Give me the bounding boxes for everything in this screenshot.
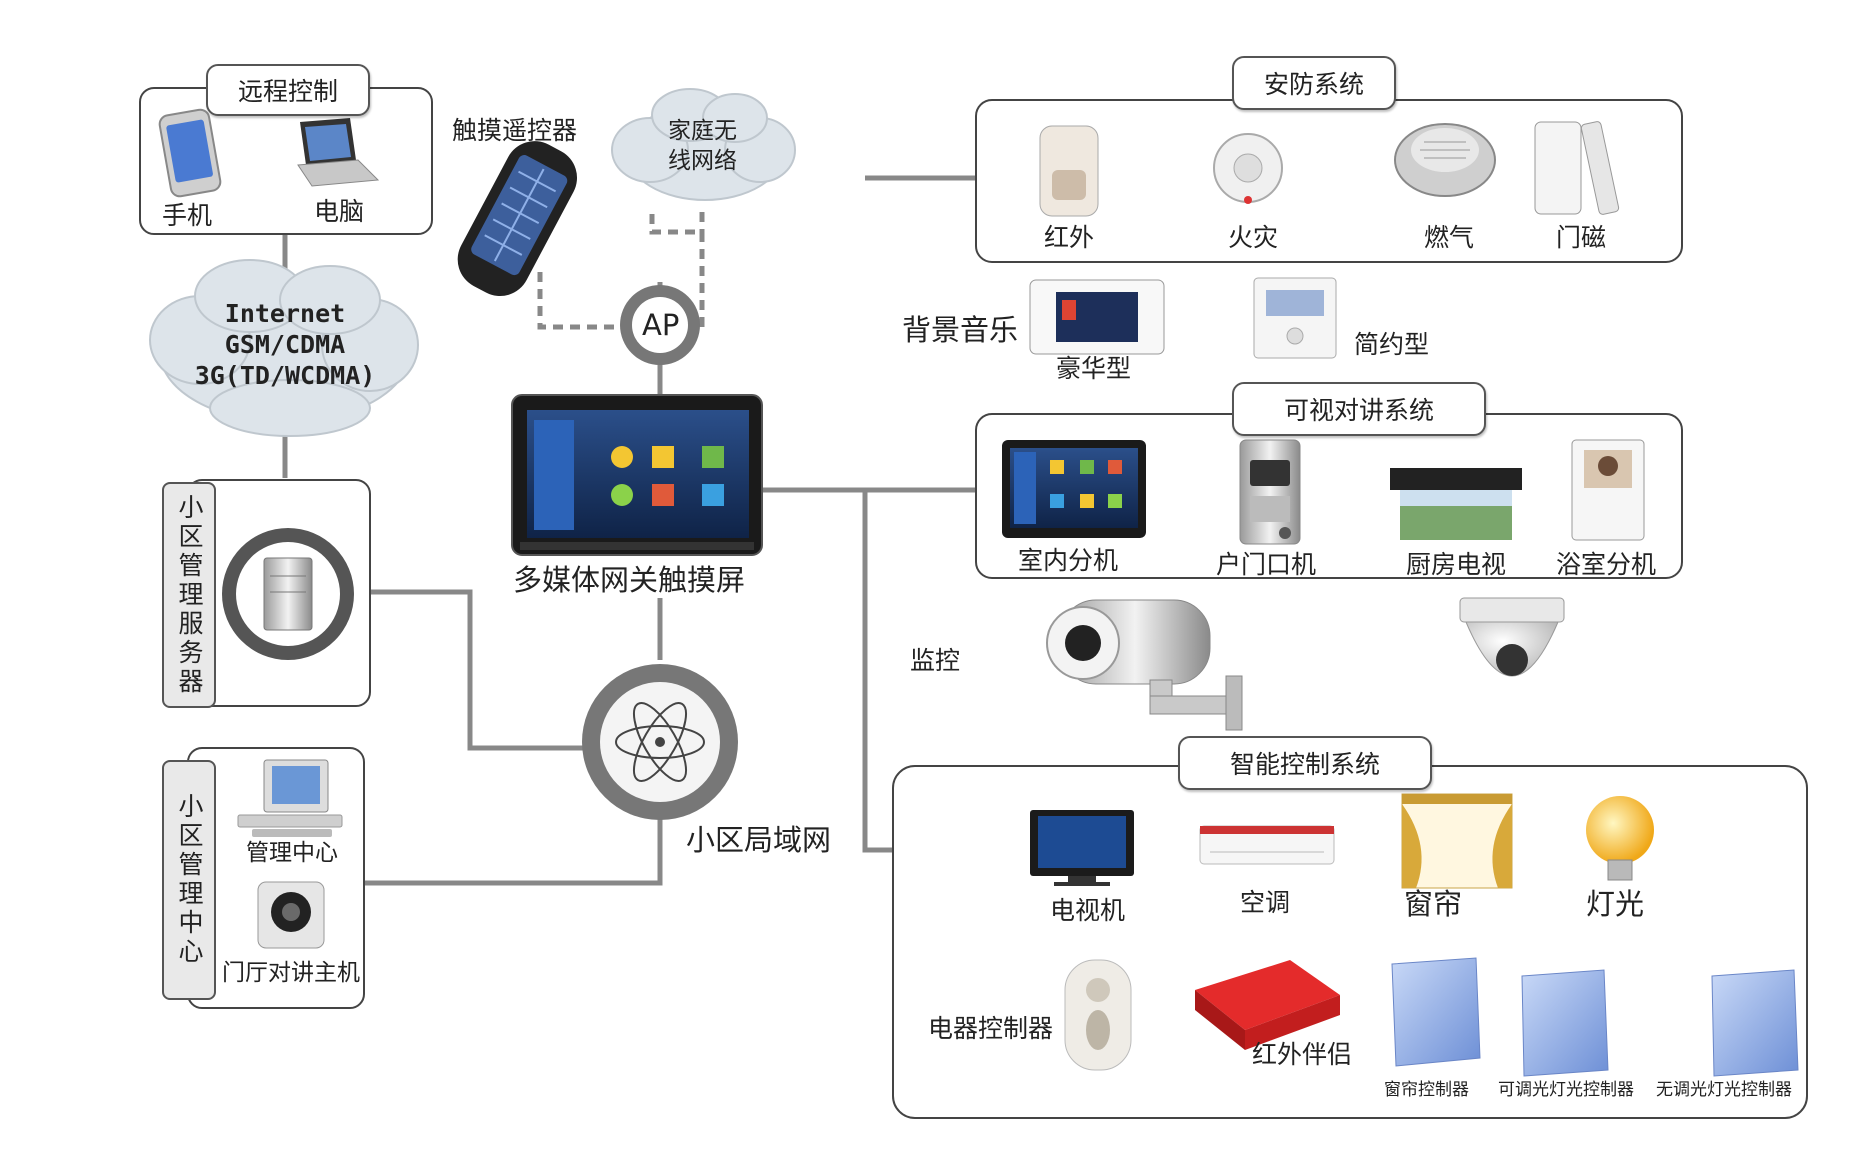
intercom-indoor-label: 室内分机 — [1018, 546, 1119, 575]
mgmt-center-label: 管理中心 — [246, 840, 338, 866]
internet-cloud — [149, 259, 419, 437]
dome-camera-icon — [1459, 597, 1565, 677]
door-magnet-icon — [1534, 121, 1620, 215]
switch-nondimmer-label: 无调光灯光控制器 — [1656, 1080, 1792, 1100]
switch-curtain-label: 窗帘控制器 — [1384, 1080, 1469, 1100]
switch-dimmer-label: 可调光灯光控制器 — [1498, 1080, 1634, 1100]
gateway-screen-icon — [511, 394, 763, 556]
smart-control-tab: 智能控制系统 — [1178, 736, 1432, 790]
intercom-system-tab: 可视对讲系统 — [1232, 382, 1486, 436]
ir-companion-icon — [1195, 960, 1340, 1050]
non-dimmer-switch-icon — [1711, 969, 1799, 1077]
tv-icon — [1030, 810, 1134, 886]
wifi-line-2: 线网络 — [668, 148, 737, 174]
light-bulb-icon — [1586, 796, 1654, 881]
intercom-bath-label: 浴室分机 — [1556, 550, 1657, 579]
desktop-computer-icon — [237, 759, 343, 837]
bgm-luxury-label: 豪华型 — [1056, 354, 1132, 383]
gateway-label: 多媒体网关触摸屏 — [513, 563, 746, 597]
lan-hub-icon — [582, 664, 738, 820]
security-infrared-label: 红外 — [1044, 223, 1095, 252]
smart-appliance-label: 电器控制器 — [928, 1014, 1054, 1043]
bgm-label: 背景音乐 — [902, 313, 1019, 347]
internet-cloud-text: Internet GSM/CDMA 3G(TD/WCDMA) — [170, 298, 400, 391]
security-system-tab: 安防系统 — [1232, 56, 1396, 110]
smart-ir-label: 红外伴侣 — [1252, 1040, 1353, 1069]
intercom-kitchen-label: 厨房电视 — [1406, 550, 1507, 579]
wireless-dashed-lines — [537, 212, 705, 330]
ap-label: AP — [642, 308, 680, 342]
touch-remote-icon — [457, 141, 578, 297]
smart-light-label: 灯光 — [1586, 887, 1645, 921]
laptop-icon — [297, 118, 380, 187]
lobby-intercom-icon — [257, 881, 325, 949]
dimmer-switch-icon — [1521, 969, 1609, 1077]
intercom-door-label: 户门口机 — [1216, 550, 1317, 579]
bgm-simple-label: 简约型 — [1354, 330, 1430, 359]
ap-node-icon — [620, 285, 700, 365]
lan-label: 小区局域网 — [686, 823, 832, 857]
door-station-icon — [1239, 439, 1301, 545]
wifi-cloud — [611, 88, 796, 201]
security-fire-label: 火灾 — [1228, 223, 1279, 252]
remote-control-tab: 远程控制 — [206, 64, 370, 116]
phone-icon — [158, 108, 222, 198]
wifi-line-1: 家庭无 — [668, 118, 737, 144]
lobby-host-label: 门厅对讲主机 — [222, 960, 360, 986]
appliance-controller-icon — [1064, 959, 1132, 1071]
internet-line-3: 3G(TD/WCDMA) — [194, 361, 376, 390]
curtain-icon — [1401, 793, 1513, 889]
gas-detector-icon — [1394, 123, 1496, 197]
bullet-camera-icon — [1046, 599, 1243, 731]
touch-remote-label: 触摸遥控器 — [452, 116, 578, 145]
computer-label: 电脑 — [314, 197, 365, 226]
smart-tv-label: 电视机 — [1050, 896, 1126, 925]
internet-line-2: GSM/CDMA — [224, 330, 346, 359]
monitor-label: 监控 — [910, 646, 961, 675]
internet-line-1: Internet — [224, 299, 346, 328]
kitchen-tv-icon — [1390, 468, 1522, 540]
air-conditioner-icon — [1199, 825, 1335, 865]
infrared-sensor-icon — [1039, 125, 1099, 217]
luxury-panel-icon — [1029, 279, 1165, 355]
server-icon — [222, 528, 354, 660]
curtain-switch-icon — [1391, 957, 1481, 1067]
indoor-unit-icon — [1002, 440, 1146, 538]
fire-detector-icon — [1213, 133, 1283, 204]
smart-curtain-label: 窗帘 — [1404, 887, 1463, 921]
simple-panel-icon — [1253, 277, 1337, 359]
server-side-bar: 小区管理服务器 — [162, 482, 216, 708]
security-gas-label: 燃气 — [1424, 223, 1475, 252]
center-side-bar: 小区管理中心 — [162, 760, 216, 1000]
bathroom-unit-icon — [1571, 439, 1645, 541]
smart-ac-label: 空调 — [1240, 888, 1291, 917]
phone-label: 手机 — [162, 201, 213, 230]
security-door-label: 门磁 — [1556, 223, 1607, 252]
